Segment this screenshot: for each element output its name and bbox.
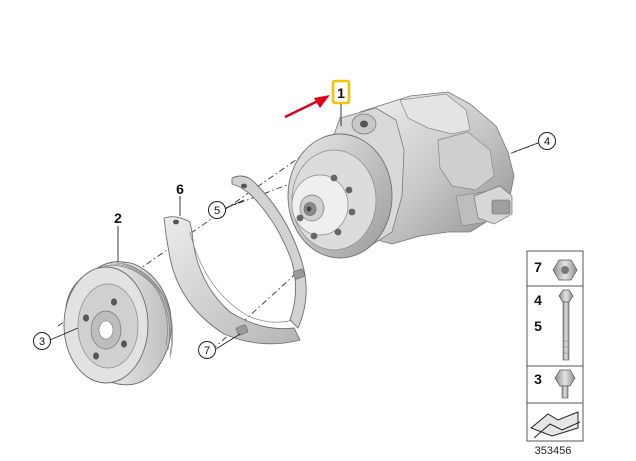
legend-nut-label: 7 — [534, 259, 542, 275]
callout-circle-5: 5 — [208, 201, 226, 219]
leader-lines — [49, 104, 539, 350]
callout-bolt-pump: 4 — [544, 136, 550, 148]
pointer-arrow — [284, 95, 330, 119]
legend-screw-label: 3 — [534, 371, 542, 387]
legend-bolt-a-label: 4 — [534, 292, 542, 308]
pulley — [63, 261, 174, 386]
hardware-legend: 7 4 5 3 — [526, 250, 584, 442]
callout-nut-lower: 7 — [204, 345, 210, 357]
pulley-grooves — [103, 262, 174, 359]
nut-icon — [552, 259, 578, 281]
power-steering-pump — [287, 91, 515, 259]
callout-bolt-pulley: 3 — [39, 336, 45, 348]
callout-pulley: 2 — [114, 210, 122, 226]
callout-1-highlight — [331, 79, 351, 105]
callout-circle-7: 7 — [198, 341, 216, 359]
diagram-number: 353456 — [535, 445, 572, 457]
long-bolt-icon — [558, 289, 574, 361]
callout-circle-4: 4 — [538, 132, 556, 150]
callout-pump: 1 — [337, 85, 345, 101]
legend-bolt-b-label: 5 — [534, 318, 542, 334]
callout-circle-3: 3 — [33, 332, 51, 350]
callout-stud-upper: 5 — [214, 205, 220, 217]
callout-shield: 6 — [176, 181, 184, 197]
heat-shield — [163, 175, 307, 345]
direction-indicator-icon — [530, 411, 581, 439]
screw-icon — [554, 369, 576, 399]
